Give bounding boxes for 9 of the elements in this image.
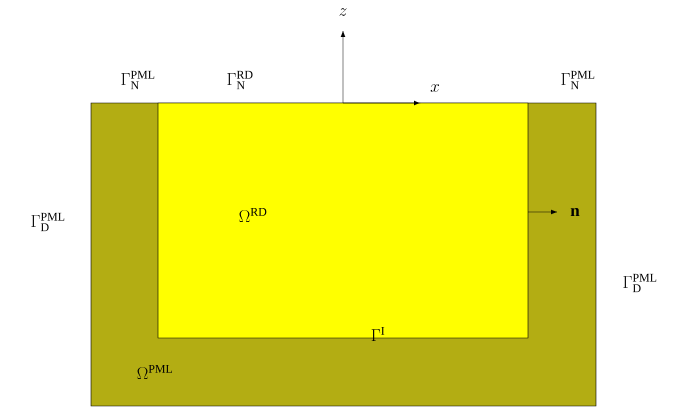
boundary-label: $\Gamma_{\mathrm{N}}^{\mathrm{PML}}$ [121, 70, 154, 90]
boundary-label: $\Gamma^{\mathrm{I}}$ [372, 326, 384, 342]
boundary-label: $\Gamma_{\mathrm{N}}^{\mathrm{RD}}$ [227, 70, 253, 90]
axis-label: $z$ [339, 8, 347, 16]
boundary-label: $\Gamma_{\mathrm{D}}^{\mathrm{PML}}$ [31, 212, 64, 232]
boundary-label: $\Gamma_{\mathrm{N}}^{\mathrm{PML}}$ [561, 70, 594, 90]
normal-label: $\mathbf{n}$ [570, 208, 580, 216]
boundary-label: $\Gamma_{\mathrm{D}}^{\mathrm{PML}}$ [623, 274, 656, 292]
axis-label: $x$ [430, 84, 440, 92]
